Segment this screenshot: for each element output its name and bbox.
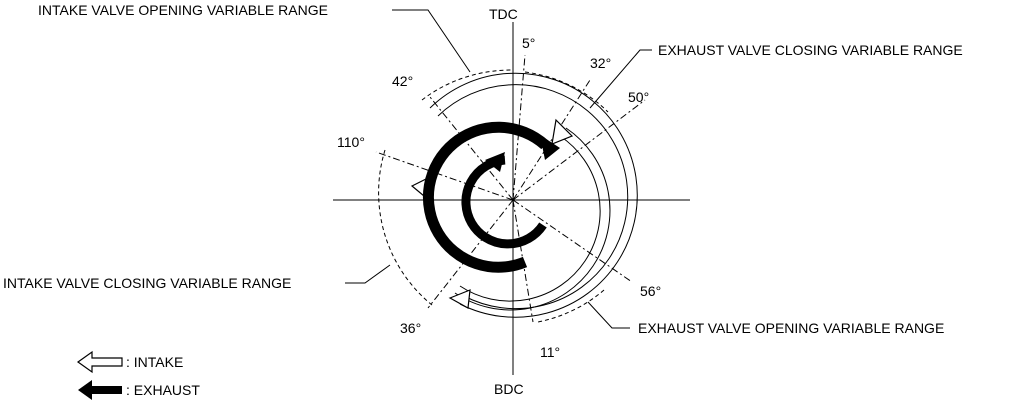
- evc-leader: [589, 49, 652, 109]
- angle-5: 5°: [522, 35, 535, 51]
- angle-32: 32°: [590, 55, 611, 71]
- legend: : INTAKE : EXHAUST: [76, 350, 200, 400]
- exhaust-arrowhead-inner: [485, 152, 505, 172]
- evo-range-arc: [537, 289, 605, 323]
- intake-legend-label: : INTAKE: [126, 354, 183, 370]
- exhaust-legend-arrow-icon: [78, 380, 122, 400]
- leader-lines: [345, 9, 652, 329]
- intake-outer-arc: [429, 72, 638, 318]
- ivo-leader: [392, 9, 471, 73]
- intake-inner-arc: [454, 127, 611, 311]
- ivo-range-label: INTAKE VALVE OPENING VARIABLE RANGE: [38, 2, 328, 18]
- ivc-leader: [345, 264, 391, 284]
- evo-range-label: EXHAUST VALVE OPENING VARIABLE RANGE: [638, 320, 944, 336]
- ivc-range-label: INTAKE VALVE CLOSING VARIABLE RANGE: [3, 275, 291, 291]
- angle-36: 36°: [400, 320, 421, 336]
- evc-range-label: EXHAUST VALVE CLOSING VARIABLE RANGE: [658, 42, 963, 58]
- intake-arrowhead-top: [551, 118, 574, 145]
- angle-42: 42°: [392, 73, 413, 89]
- bdc-label: BDC: [494, 381, 524, 397]
- intake-inner-arc-inner-edge: [459, 135, 601, 302]
- angle-110: 110°: [337, 134, 365, 150]
- exhaust-inner-arc: [461, 155, 547, 249]
- evo-leader: [587, 301, 630, 329]
- exhaust-outer-arc: [422, 121, 549, 273]
- exhaust-timing-arcs: [422, 121, 560, 273]
- intake-timing-arcs: [410, 72, 638, 318]
- variable-range-arcs: [378, 69, 609, 323]
- tdc-label: TDC: [489, 6, 518, 22]
- ivo-range-arc: [421, 69, 514, 101]
- evc-range-arc: [524, 71, 609, 113]
- exhaust-arrowhead-outer: [540, 135, 560, 160]
- intake-arrowhead-bottom: [448, 289, 471, 309]
- exhaust-legend-label: : EXHAUST: [126, 382, 200, 398]
- intake-legend-arrow-icon: [76, 350, 123, 374]
- angle-56: 56°: [640, 283, 661, 299]
- angle-50: 50°: [628, 89, 649, 105]
- ivc-range-arc: [378, 149, 433, 306]
- angle-11: 11°: [540, 344, 560, 360]
